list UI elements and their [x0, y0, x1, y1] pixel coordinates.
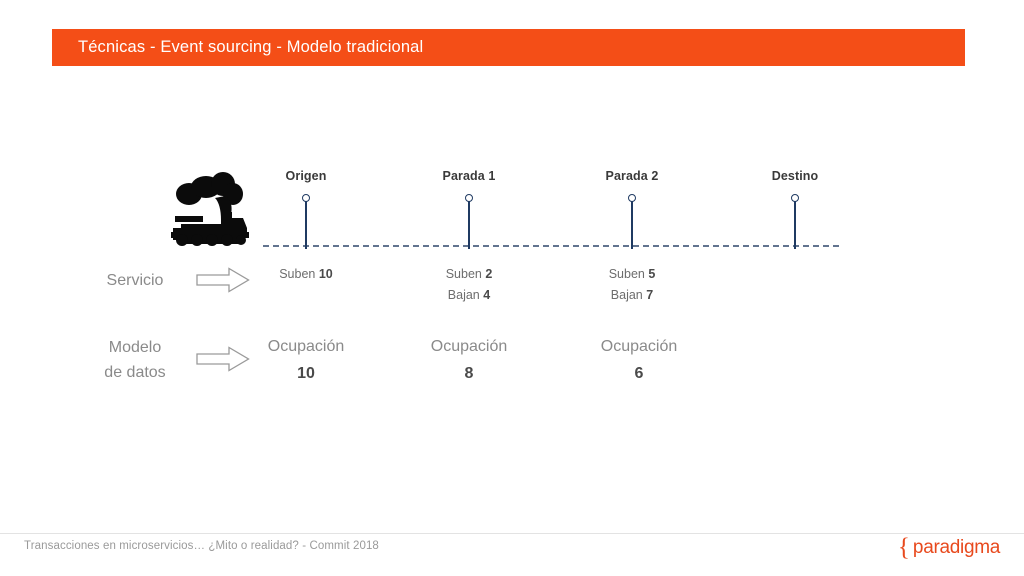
block-arrow-right-icon: [196, 346, 250, 372]
station-origen[interactable]: Origen Suben 10: [226, 168, 386, 285]
row-label-modelo-de-datos: Modelo de datos: [60, 335, 210, 385]
event-row: Bajan 4: [389, 285, 549, 306]
logo-brace-icon: {: [897, 534, 910, 561]
event-row: Suben 10: [226, 264, 386, 285]
pin-stem: [468, 201, 470, 249]
station-events: Suben 5 Bajan 7: [552, 264, 712, 306]
station-name: Destino: [771, 169, 819, 183]
station-pin: [226, 194, 386, 251]
station-pin: [552, 194, 712, 251]
row-label-line-2: de datos: [104, 364, 166, 381]
occupancy-value: 6: [634, 365, 644, 382]
event-value: 7: [646, 288, 654, 302]
station-pin: [715, 194, 875, 251]
steam-locomotive-icon: [163, 172, 255, 246]
occupancy-value: 8: [464, 365, 474, 382]
paradigma-logo: { paradigma: [897, 534, 1000, 561]
event-value: 2: [485, 267, 493, 281]
station-name: Parada 1: [442, 169, 496, 183]
event-label: Suben: [279, 267, 316, 281]
pin-stem: [631, 201, 633, 249]
event-row: Suben 5: [552, 264, 712, 285]
timeline-axis: [263, 245, 839, 247]
page-title: Técnicas - Event sourcing - Modelo tradi…: [78, 38, 424, 56]
event-row: Bajan 7: [552, 285, 712, 306]
station-name: Origen: [285, 169, 327, 183]
slide-header-bar: Técnicas - Event sourcing - Modelo tradi…: [52, 29, 965, 66]
station-events: Suben 10: [226, 264, 386, 285]
block-arrow-right-icon: [196, 267, 250, 293]
event-label: Bajan: [447, 288, 480, 302]
pin-stem: [305, 201, 307, 249]
station-events: Suben 2 Bajan 4: [389, 264, 549, 306]
event-value: 5: [648, 267, 656, 281]
station-parada-2[interactable]: Parada 2 Suben 5 Bajan 7: [552, 168, 712, 306]
occupancy-origen: Ocupación 10: [221, 336, 391, 386]
row-label-servicio: Servicio: [106, 272, 164, 289]
event-label: Suben: [445, 267, 482, 281]
event-label: Suben: [608, 267, 645, 281]
station-pin: [389, 194, 549, 251]
station-name: Parada 2: [605, 169, 659, 183]
occupancy-label: Ocupación: [267, 338, 345, 355]
event-value: 4: [483, 288, 491, 302]
event-label: Bajan: [610, 288, 643, 302]
logo-wordmark: paradigma: [912, 537, 1000, 558]
occupancy-label: Ocupación: [600, 338, 678, 355]
occupancy-label: Ocupación: [430, 338, 508, 355]
occupancy-parada-2: Ocupación 6: [554, 336, 724, 386]
event-row: Suben 2: [389, 264, 549, 285]
pin-stem: [794, 201, 796, 249]
row-label-line-1: Modelo: [108, 339, 162, 356]
station-destino[interactable]: Destino: [715, 168, 875, 251]
occupancy-parada-1: Ocupación 8: [384, 336, 554, 386]
footer-text: Transacciones en microservicios… ¿Mito o…: [24, 540, 379, 552]
station-parada-1[interactable]: Parada 1 Suben 2 Bajan 4: [389, 168, 549, 306]
occupancy-value: 10: [297, 365, 315, 382]
event-value: 10: [318, 267, 333, 281]
footer-divider: [0, 533, 1024, 534]
